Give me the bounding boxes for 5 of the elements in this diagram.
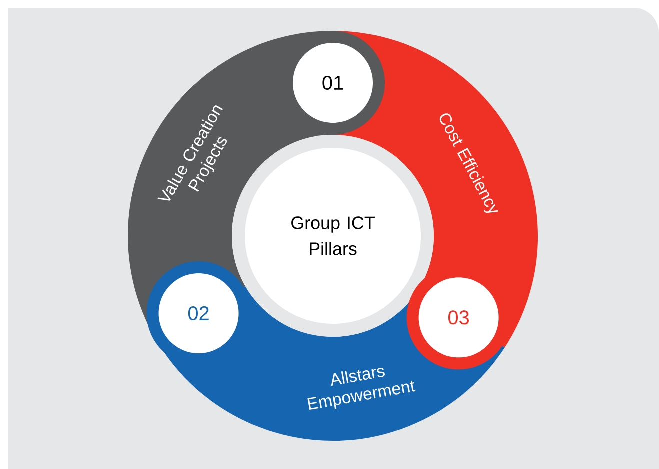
number-badge: 01 [281,31,385,135]
number-badge: 03 [406,266,511,370]
number-badge: 02 [146,261,251,366]
node-label: 03 [448,310,470,325]
node-label: 02 [188,306,209,321]
